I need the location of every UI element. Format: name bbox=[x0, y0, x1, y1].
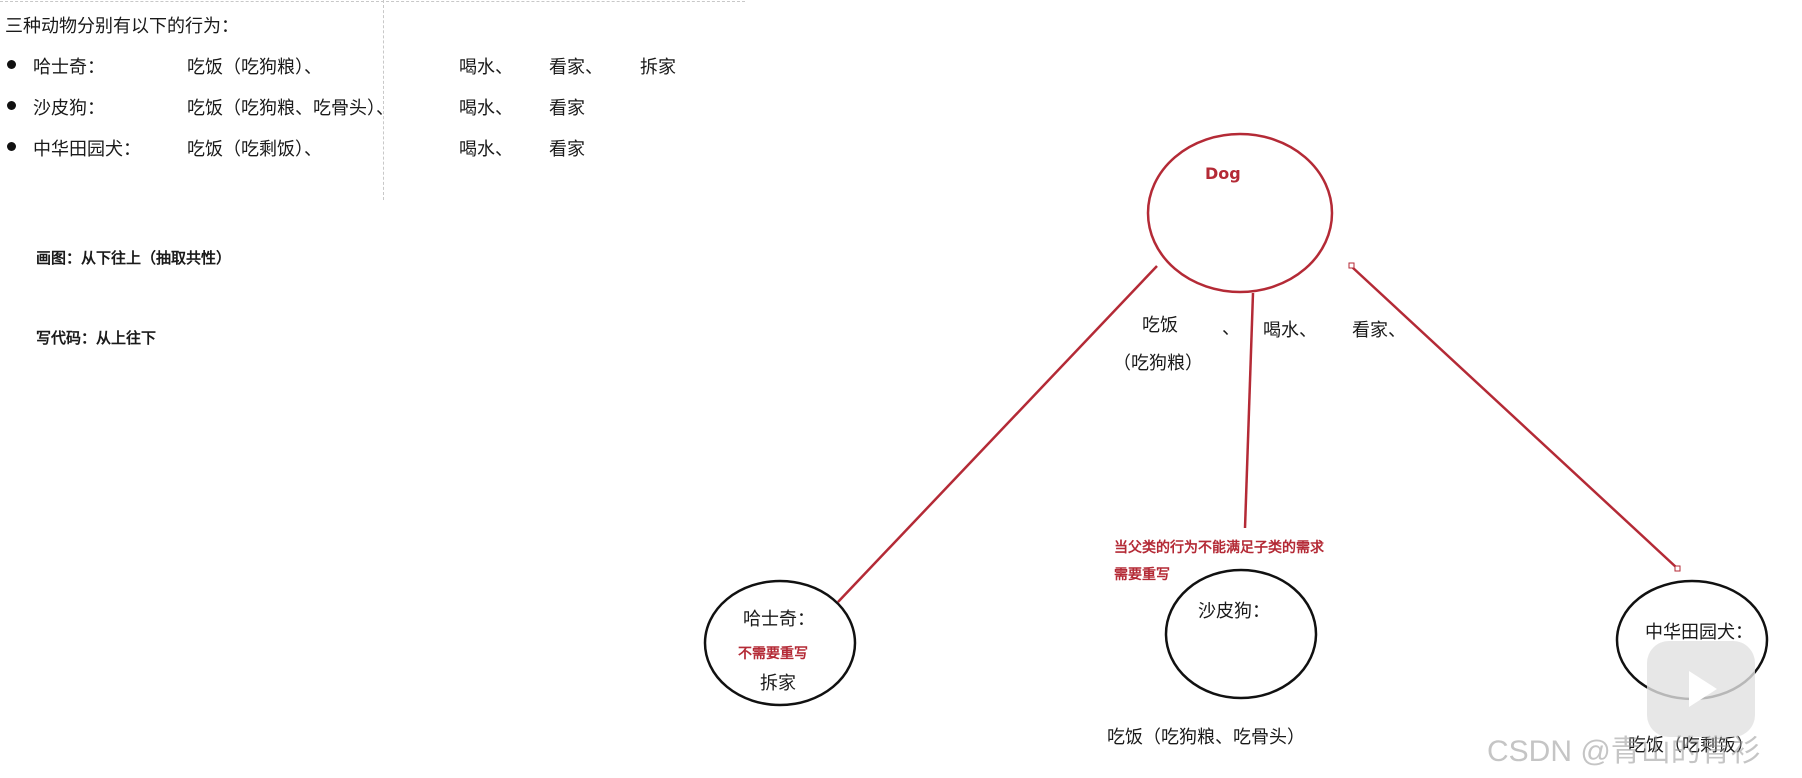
code-rule: 写代码：从上往下 bbox=[36, 329, 157, 347]
parent-sep: 、 bbox=[1222, 318, 1240, 339]
row1-eat: 吃饭（吃狗粮）、 bbox=[187, 57, 322, 78]
row1-name: 哈士奇： bbox=[33, 57, 105, 78]
row2-drink: 喝水、 bbox=[459, 98, 513, 119]
bullet-icon bbox=[7, 142, 16, 151]
parent-guard: 看家、 bbox=[1352, 320, 1406, 341]
row2-guard: 看家 bbox=[549, 98, 585, 119]
husky-no-override-note: 不需要重写 bbox=[738, 646, 808, 662]
bullet-icon bbox=[7, 60, 16, 69]
draw-rule: 画图：从下往上（抽取共性） bbox=[36, 249, 232, 267]
row3-drink: 喝水、 bbox=[459, 139, 513, 160]
dashed-top-border bbox=[0, 1, 745, 2]
row2-name: 沙皮狗： bbox=[33, 98, 105, 119]
husky-behavior: 拆家 bbox=[760, 673, 796, 694]
connector-native-dog bbox=[1351, 266, 1678, 569]
row2-eat: 吃饭（吃狗粮、吃骨头）、 bbox=[187, 98, 394, 119]
husky-child-circle bbox=[703, 579, 857, 707]
notes-heading: 三种动物分别有以下的行为： bbox=[5, 16, 239, 37]
play-icon bbox=[1647, 641, 1755, 737]
sharpei-class-label: 沙皮狗： bbox=[1198, 601, 1270, 622]
husky-class-label: 哈士奇： bbox=[743, 609, 815, 630]
override-note-line1: 当父类的行为不能满足子类的需求 bbox=[1114, 540, 1324, 556]
native-dog-behavior: 吃饭（吃剩饭） bbox=[1628, 735, 1754, 756]
parent-eat-detail: （吃狗粮） bbox=[1113, 353, 1203, 374]
override-note-line2: 需要重写 bbox=[1114, 567, 1170, 583]
connector-handle bbox=[1674, 565, 1681, 572]
bullet-icon bbox=[7, 101, 16, 110]
dashed-divider bbox=[383, 0, 384, 200]
row3-eat: 吃饭（吃剩饭）、 bbox=[187, 139, 322, 160]
sharpei-child-circle bbox=[1164, 568, 1318, 700]
parent-class-label: Dog bbox=[1205, 164, 1241, 183]
row1-extra: 拆家 bbox=[640, 57, 676, 78]
row1-drink: 喝水、 bbox=[459, 57, 513, 78]
connector-sharpei bbox=[1243, 292, 1255, 529]
connector-husky bbox=[837, 265, 1158, 603]
dog-parent-circle bbox=[1146, 132, 1334, 294]
row3-name: 中华田园犬： bbox=[33, 139, 141, 160]
connector-handle bbox=[1348, 262, 1355, 269]
native-dog-class-label: 中华田园犬： bbox=[1645, 622, 1753, 643]
parent-eat: 吃饭 bbox=[1142, 315, 1178, 336]
watermark-text: CSDN @青山的青衫 bbox=[1487, 735, 1761, 768]
parent-drink: 喝水、 bbox=[1263, 320, 1317, 341]
row1-guard: 看家、 bbox=[549, 57, 603, 78]
row3-guard: 看家 bbox=[549, 139, 585, 160]
sharpei-behavior: 吃饭（吃狗粮、吃骨头） bbox=[1107, 727, 1305, 748]
